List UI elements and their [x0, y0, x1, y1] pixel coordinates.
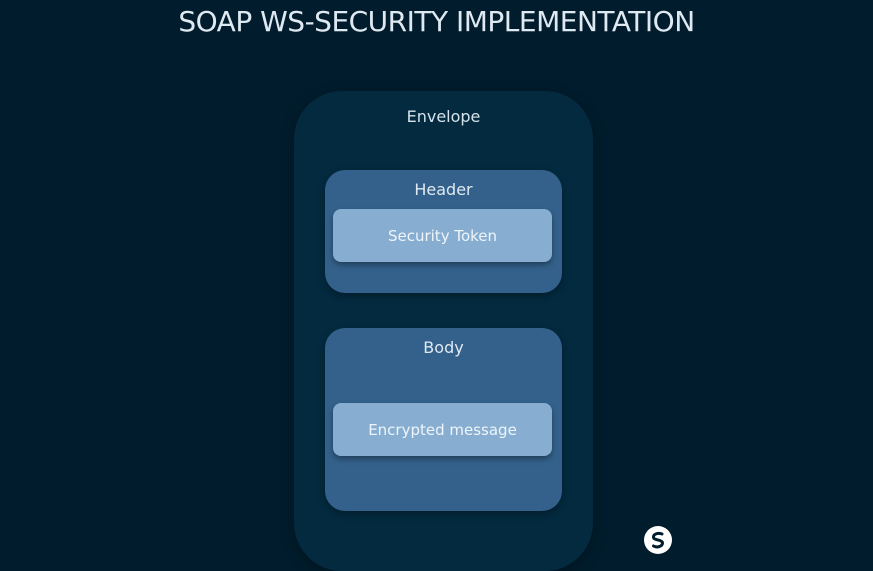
envelope-container: Envelope Header Security Token Body Encr…	[294, 91, 593, 571]
body-label: Body	[423, 338, 464, 357]
body-section: Body Encrypted message	[325, 328, 562, 511]
brand-logo-icon	[644, 526, 672, 554]
encrypted-message-label: Encrypted message	[368, 420, 517, 439]
header-label: Header	[414, 180, 473, 199]
header-section: Header Security Token	[325, 170, 562, 293]
security-token-box: Security Token	[333, 209, 552, 262]
page-title: SOAP WS-SECURITY IMPLEMENTATION	[178, 5, 695, 38]
security-token-label: Security Token	[387, 226, 498, 245]
encrypted-message-box: Encrypted message	[333, 403, 552, 456]
envelope-label: Envelope	[406, 107, 481, 126]
